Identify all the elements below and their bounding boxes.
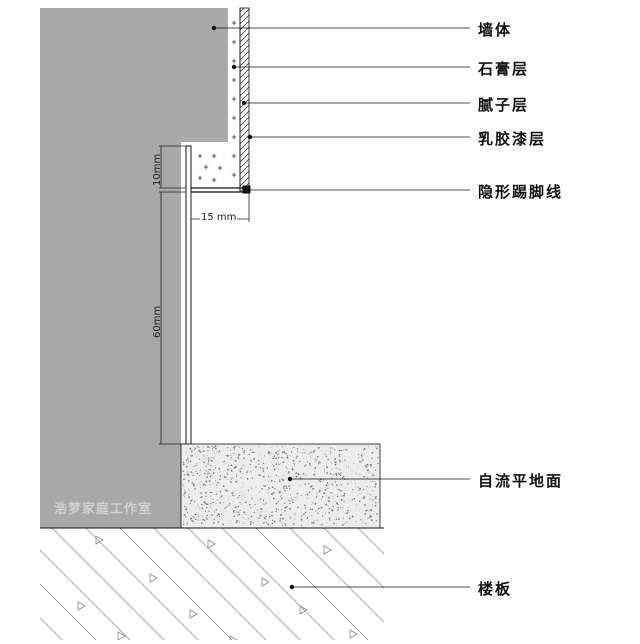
fill-texture: [197, 153, 223, 183]
dimension-lines: [159, 145, 250, 445]
dim-15mm: 15 mm: [200, 212, 238, 223]
dim-60mm: 60mm: [152, 305, 163, 338]
label-floor-slab: 楼板: [478, 580, 513, 598]
label-putty: 腻子层: [478, 96, 530, 114]
dim-10mm: 10mm: [152, 153, 163, 186]
label-self-leveling-floor: 自流平地面: [478, 472, 564, 490]
gypsum-texture: [231, 20, 237, 178]
putty-layer: [239, 7, 250, 193]
label-latex-paint: 乳胶漆层: [478, 130, 547, 148]
wall-body: [40, 8, 228, 528]
label-hidden-skirting: 隐形踢脚线: [478, 183, 564, 201]
leader-lines: [211, 25, 470, 590]
floor-slab: [40, 528, 384, 640]
screed-texture: [182, 445, 379, 527]
gypsum-fill-behind-skirting: [193, 146, 228, 188]
label-gypsum: 石膏层: [478, 60, 530, 78]
watermark: 浩梦家庭工作室: [54, 502, 153, 517]
label-wall: 墙体: [478, 21, 513, 39]
